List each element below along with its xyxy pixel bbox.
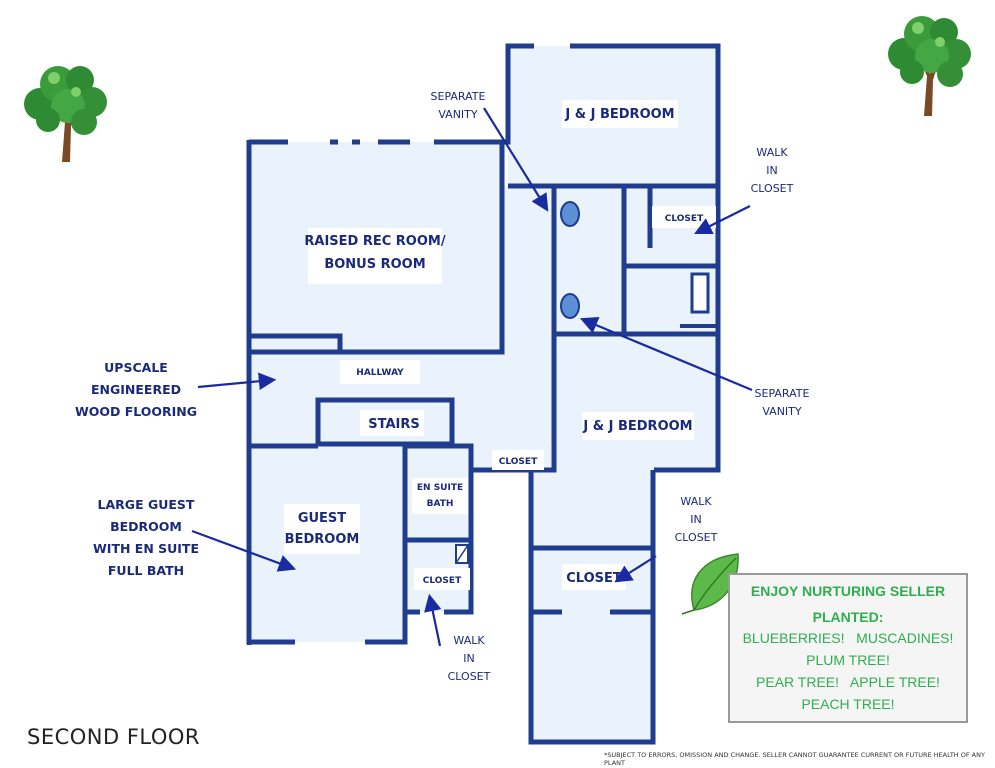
tree-icon <box>24 66 107 162</box>
promo-line1: BLUEBERRIES! MUSCADINES! <box>742 630 954 646</box>
promo-line3: PEAR TREE! APPLE TREE! <box>756 674 940 690</box>
walk-in-bottom-line3: CLOSET <box>448 670 491 683</box>
walk-in-bottom-line2: IN <box>463 652 474 665</box>
arrow-guest <box>191 529 297 572</box>
arrow-vanity-bottom <box>579 316 753 392</box>
flooring-line3: WOOD FLOORING <box>75 404 197 419</box>
closet-mid-label: CLOSET <box>499 457 538 467</box>
rec-room-label-line1: RAISED REC ROOM/ <box>304 234 445 249</box>
separate-vanity-bottom-line1: SEPARATE <box>755 387 810 400</box>
guest-ann-line4: FULL BATH <box>108 563 184 578</box>
jj-bedroom-bottom-label: J & J BEDROOM <box>582 419 692 434</box>
guest-bedroom-label-line1: GUEST <box>298 511 346 526</box>
floor-title: SECOND FLOOR <box>27 725 201 749</box>
flooring-line2: ENGINEERED <box>91 382 181 397</box>
jj-bedroom-top-label: J & J BEDROOM <box>564 107 674 122</box>
closet-right-label: CLOSET <box>566 571 622 586</box>
separate-vanity-top-line2: VANITY <box>438 108 478 121</box>
walk-in-mid-line2: IN <box>690 513 701 526</box>
arrow-vanity-top <box>483 107 549 212</box>
arrow-flooring <box>197 372 277 391</box>
walk-in-top-line3: CLOSET <box>751 182 794 195</box>
walk-in-top-line1: WALK <box>756 146 788 159</box>
hallway-label: HALLWAY <box>356 368 404 378</box>
separate-vanity-bottom-line2: VANITY <box>762 405 802 418</box>
promo-box: ENJOY NURTURING SELLER PLANTED: BLUEBERR… <box>728 573 968 723</box>
guest-bedroom-label-line2: BEDROOM <box>285 532 360 547</box>
promo-line2: PLUM TREE! <box>806 652 890 668</box>
rec-room-label-line2: BONUS ROOM <box>324 257 425 272</box>
guest-ann-line3: WITH EN SUITE <box>93 541 199 556</box>
promo-line4: PEACH TREE! <box>801 696 895 712</box>
arrow-walk-in-top <box>694 205 751 234</box>
separate-vanity-top-line1: SEPARATE <box>431 90 486 103</box>
stairs-label: STAIRS <box>368 417 420 432</box>
disclaimer: *SUBJECT TO ERRORS, OMISSION AND CHANGE.… <box>604 751 985 767</box>
guest-ann-line2: BEDROOM <box>110 519 182 534</box>
arrow-walk-in-bottom <box>424 593 442 647</box>
closet-top-label: CLOSET <box>665 214 704 224</box>
walk-in-bottom-line1: WALK <box>453 634 485 647</box>
walk-in-top-line2: IN <box>766 164 777 177</box>
promo-title-line1: ENJOY NURTURING SELLER <box>750 583 946 599</box>
walk-in-mid-line1: WALK <box>680 495 712 508</box>
ensuite-label-line2: BATH <box>427 499 454 509</box>
tree-icon <box>888 16 971 116</box>
ensuite-label-line1: EN SUITE <box>417 483 463 493</box>
arrow-walk-in-mid <box>614 555 657 583</box>
flooring-line1: UPSCALE <box>104 360 168 375</box>
guest-ann-line1: LARGE GUEST <box>98 497 195 512</box>
closet-guest-label: CLOSET <box>423 576 462 586</box>
walk-in-mid-line3: CLOSET <box>675 531 718 544</box>
promo-title-line2: PLANTED: <box>812 609 884 625</box>
